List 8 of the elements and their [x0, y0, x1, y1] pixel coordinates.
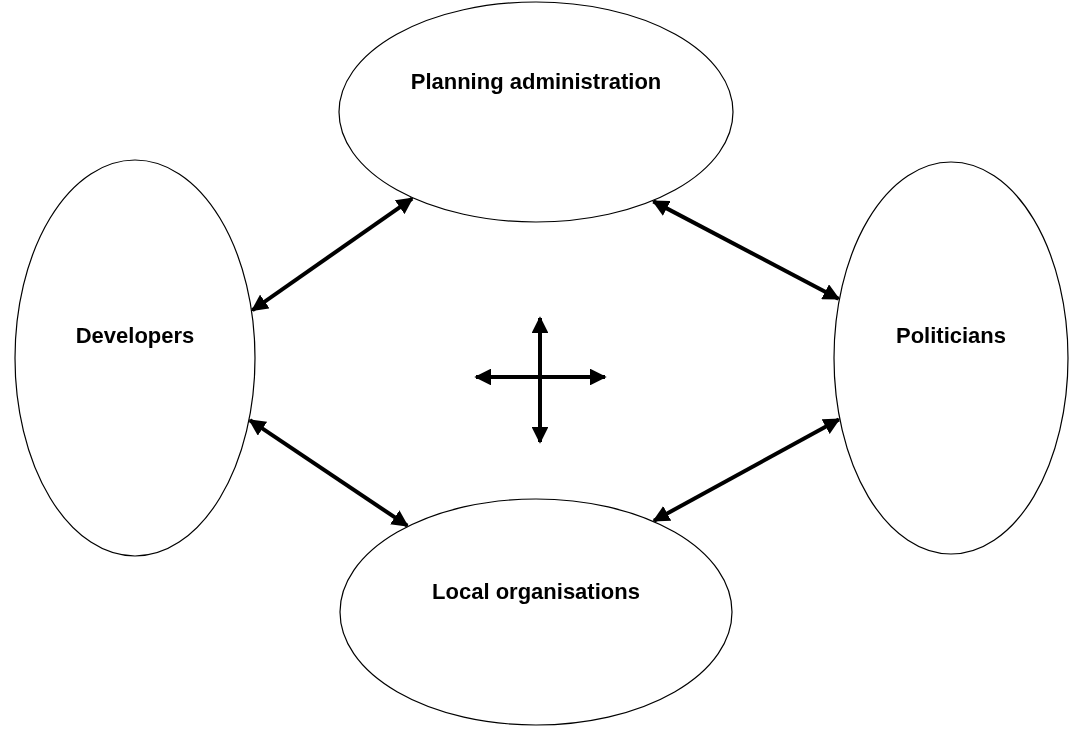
double-arrow — [652, 417, 841, 523]
node-label: Planning administration — [409, 68, 663, 96]
node-label: Politicians — [894, 322, 1007, 350]
double-arrow — [248, 418, 409, 528]
node-label: Developers — [74, 322, 196, 350]
double-arrow — [251, 196, 414, 312]
node-label: Local organisations — [431, 578, 641, 606]
double-arrow — [651, 199, 840, 301]
